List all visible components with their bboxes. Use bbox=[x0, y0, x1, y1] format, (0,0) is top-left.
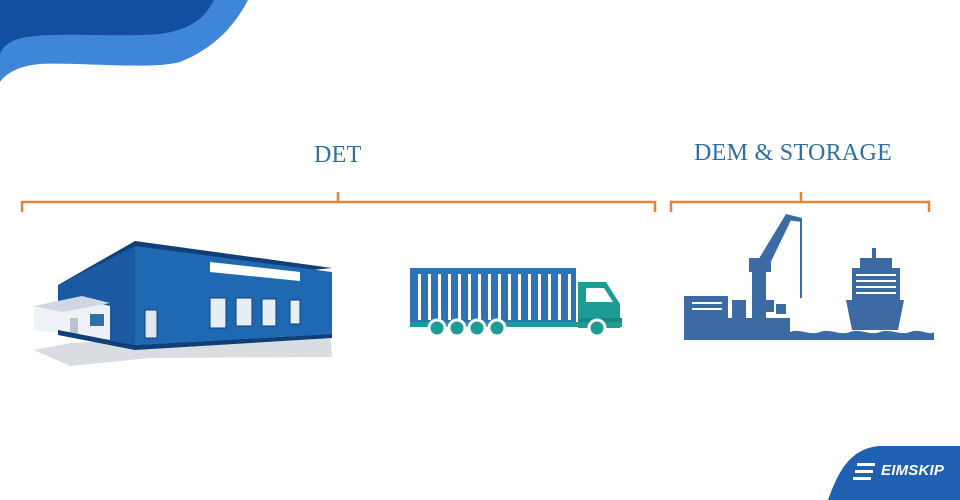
corner-decoration bbox=[0, 0, 248, 82]
brand-logo-text: EIMSKIP bbox=[881, 462, 945, 479]
dem-storage-label: DEM & STORAGE bbox=[694, 140, 893, 166]
det-label: DET bbox=[314, 142, 362, 168]
